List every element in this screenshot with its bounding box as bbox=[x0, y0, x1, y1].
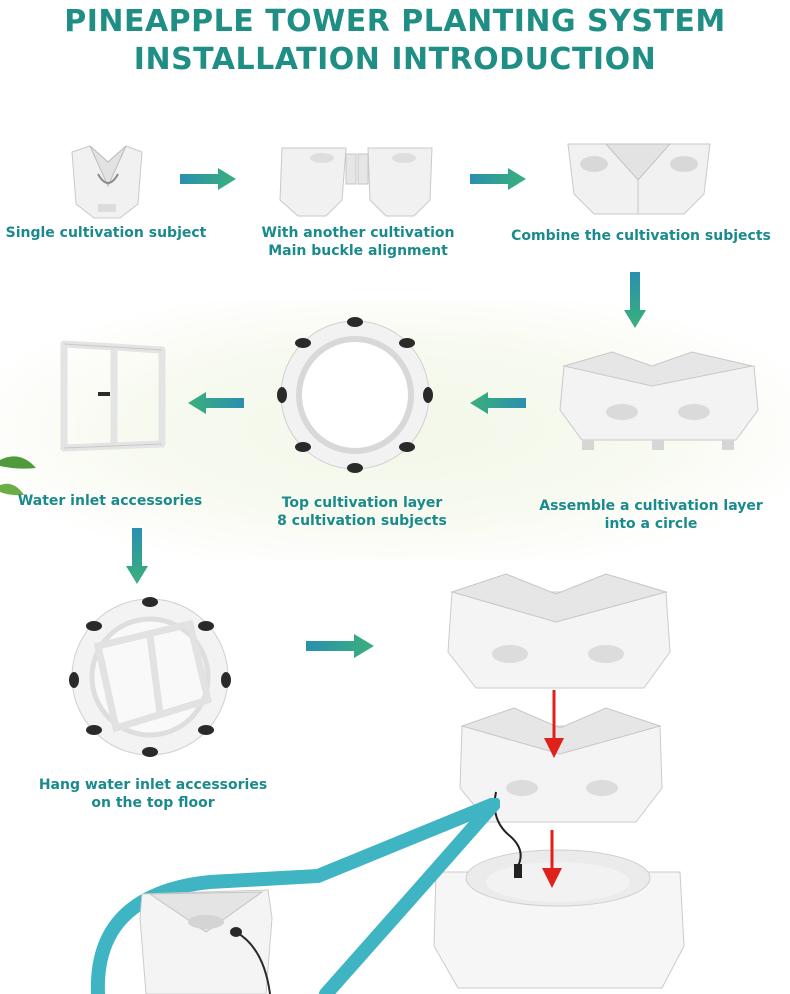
top-cultivation-ring-illustration bbox=[277, 317, 433, 473]
assembled-layer-illustration bbox=[559, 351, 759, 450]
arrow-left-2 bbox=[188, 392, 244, 414]
exploded-tower-assembly-illustration bbox=[433, 573, 685, 989]
caption-single-cultivation-subject: Single cultivation subject bbox=[5, 225, 207, 241]
caption-buckle-alignment: With another cultivation Main buckle ali… bbox=[261, 225, 455, 259]
arrow-down-1 bbox=[624, 272, 646, 328]
page-title-line1: PINEAPPLE TOWER PLANTING SYSTEM bbox=[64, 4, 726, 39]
arrow-right-1 bbox=[180, 168, 236, 190]
arrow-left-1 bbox=[470, 392, 526, 414]
combined-cultivation-subjects-illustration bbox=[567, 143, 711, 215]
buckle-alignment-illustration bbox=[279, 147, 433, 217]
page-title-line2: INSTALLATION INTRODUCTION bbox=[133, 42, 657, 77]
callout-zoom-illustration bbox=[90, 798, 500, 994]
caption-water-inlet-accessories: Water inlet accessories bbox=[17, 493, 203, 509]
arrow-down-2 bbox=[126, 528, 148, 584]
arrow-right-3 bbox=[306, 634, 374, 658]
ring-with-water-inlet-illustration bbox=[69, 597, 231, 757]
arrow-right-2 bbox=[470, 168, 526, 190]
single-cultivation-subject-illustration bbox=[71, 145, 143, 219]
leaf-decoration bbox=[0, 456, 36, 496]
caption-hang-water-inlet: Hang water inlet accessories on the top … bbox=[38, 777, 268, 811]
caption-combine-subjects: Combine the cultivation subjects bbox=[511, 228, 771, 244]
caption-assemble-layer: Assemble a cultivation layer into a circ… bbox=[539, 498, 763, 532]
water-inlet-frame-illustration bbox=[60, 340, 166, 452]
caption-top-cultivation-layer: Top cultivation layer 8 cultivation subj… bbox=[277, 495, 447, 529]
